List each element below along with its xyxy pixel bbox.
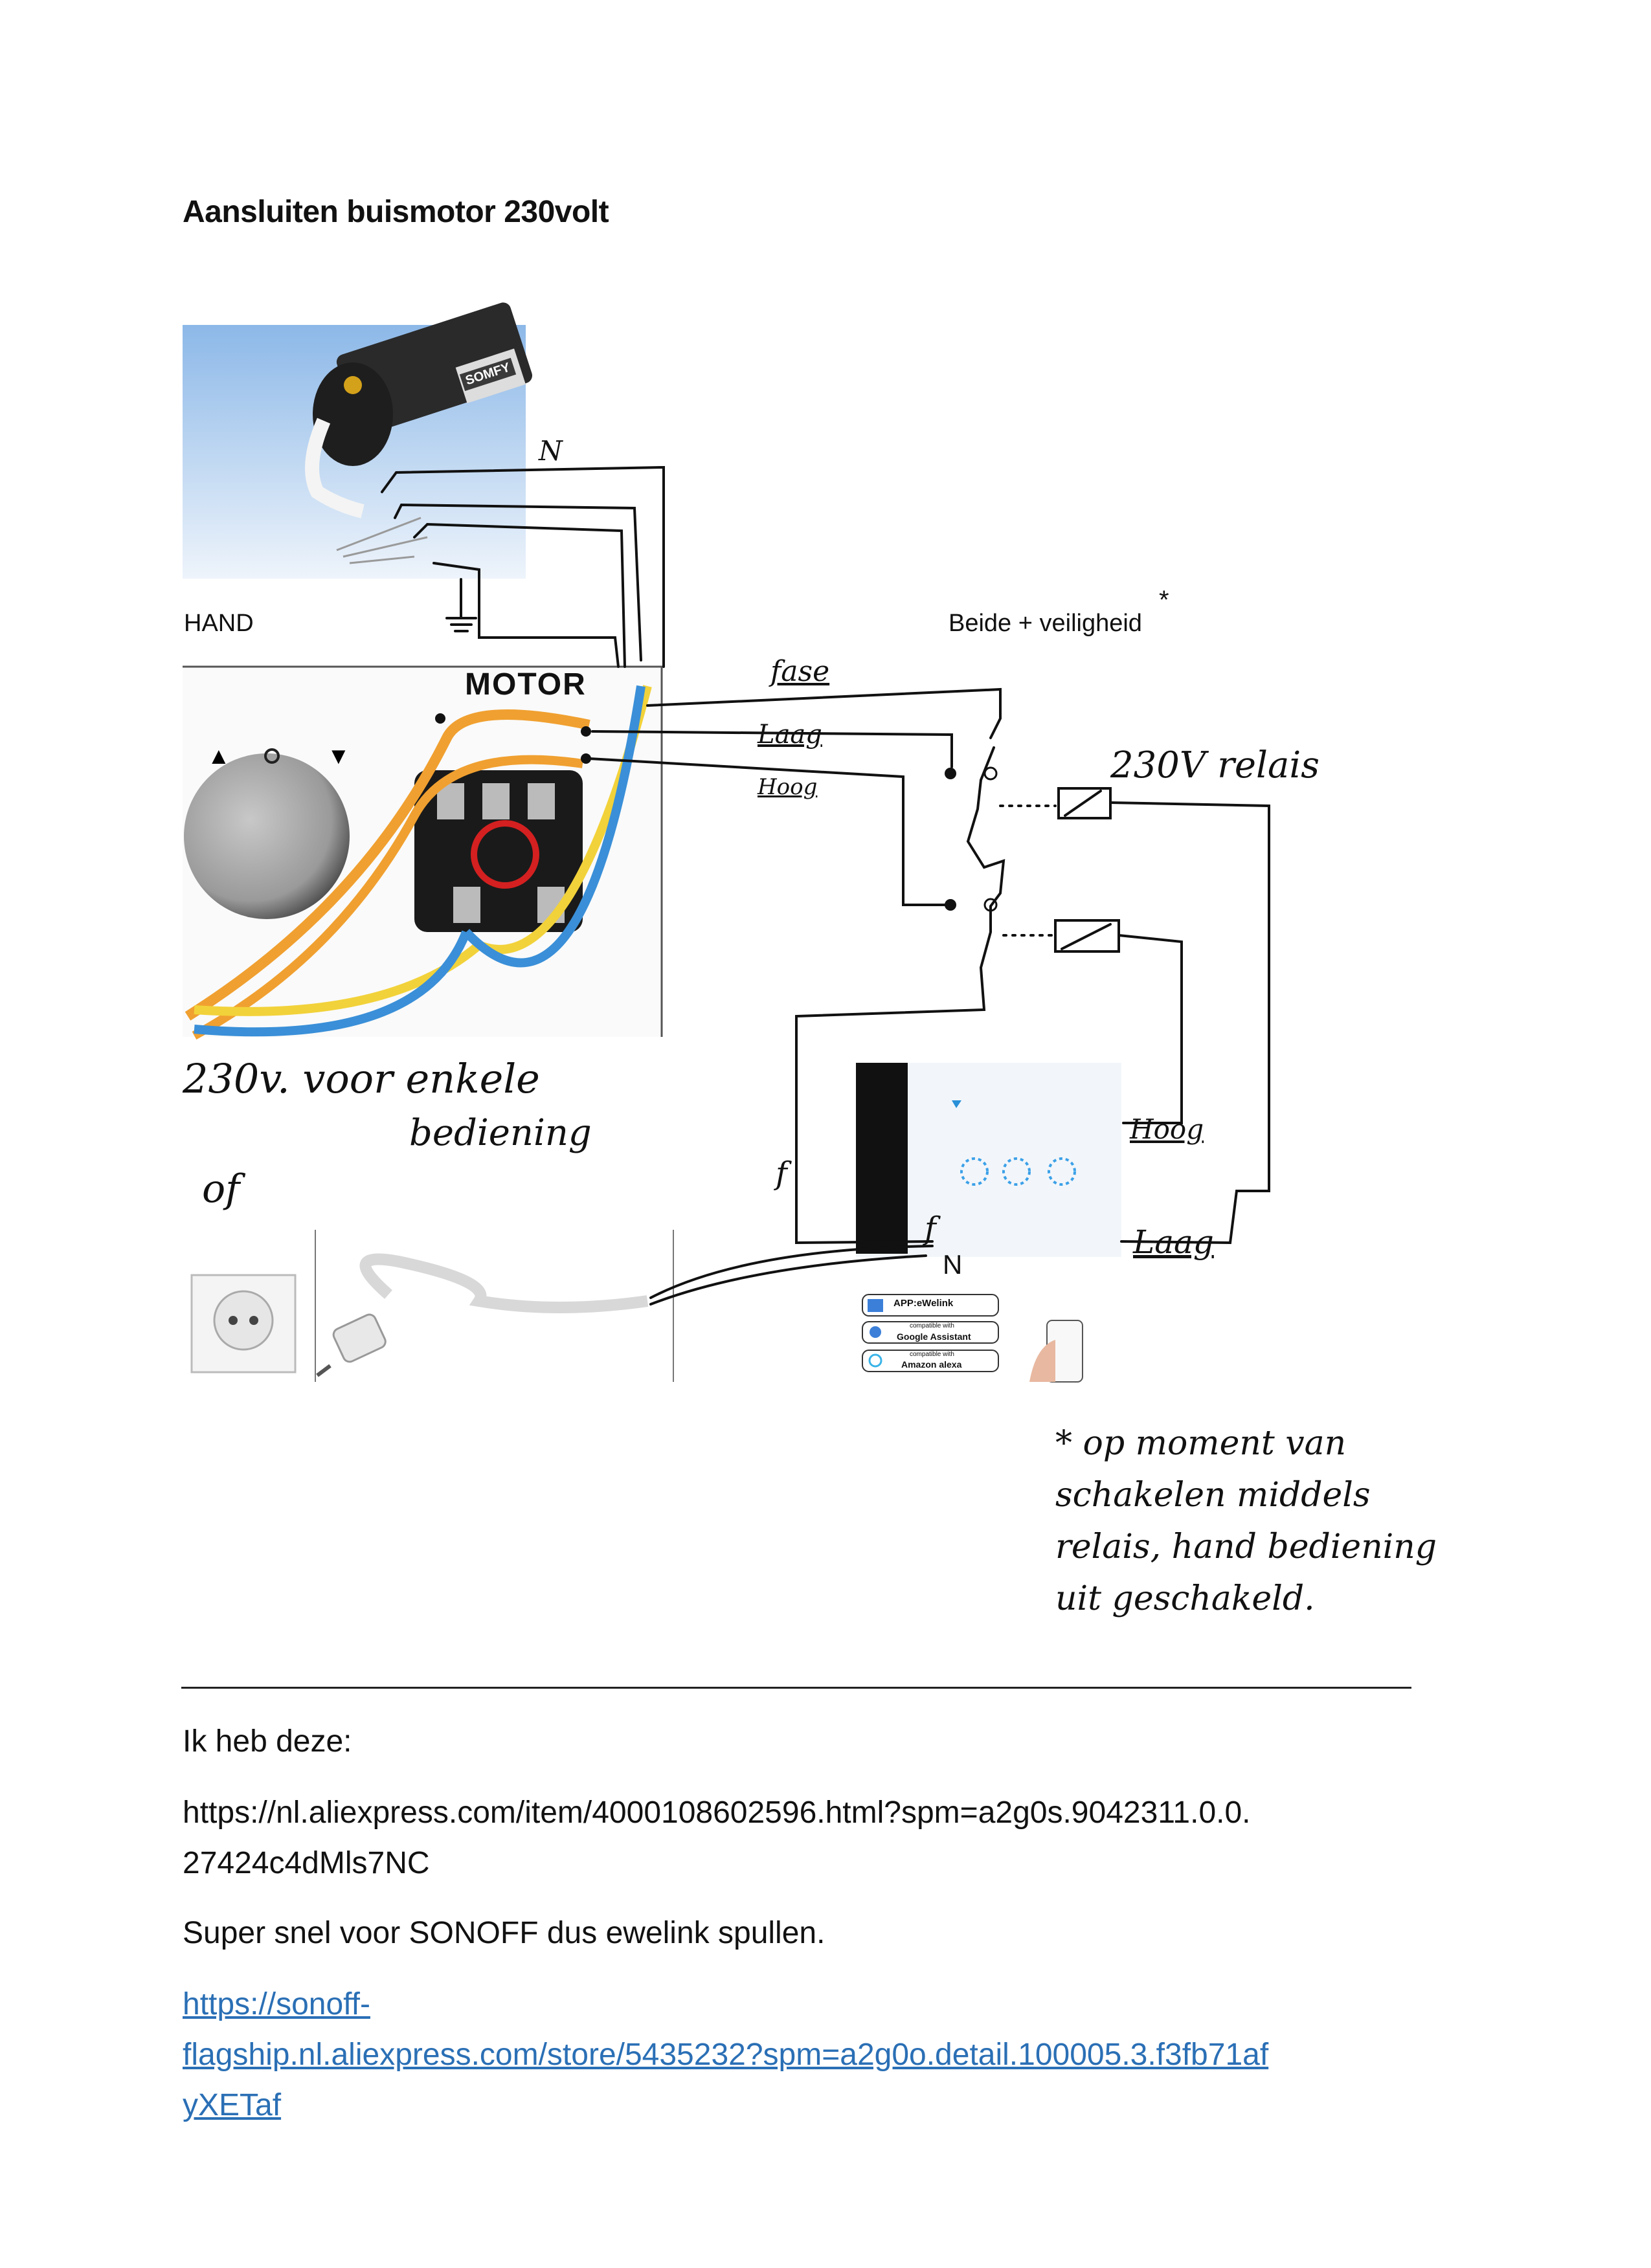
horizontal-rule — [181, 1687, 1411, 1689]
beide-veiligheid-label: Beide + veiligheid — [949, 610, 1142, 637]
note-line-2: schakelen middels — [1055, 1476, 1371, 1515]
hoog-right-label: Hoog — [1130, 1113, 1204, 1145]
google-badge: Google Assistant — [897, 1331, 971, 1342]
note-line-3: relais, hand bediening — [1055, 1528, 1437, 1566]
asterisk-mark: * — [1159, 586, 1169, 614]
link-line-1[interactable]: https://sonoff- — [183, 1987, 370, 2021]
of-label: of — [202, 1166, 240, 1212]
voor-enkele-label: 230v. voor enkele — [183, 1055, 540, 1102]
smart-switch-photo — [856, 1063, 1121, 1383]
wiring-lines — [381, 465, 1270, 1306]
url1-line-1: https://nl.aliexpress.com/item/400010860… — [183, 1796, 1251, 1830]
alexa-badge-small: compatible with — [910, 1351, 954, 1358]
fase-label: fase — [770, 655, 830, 688]
hand-label: HAND — [184, 610, 254, 637]
n-switch-label: N — [943, 1249, 963, 1280]
aliexpress-url: https://nl.aliexpress.com/item/400010860… — [183, 1788, 1445, 1889]
ik-heb-text: Ik heb deze: — [183, 1724, 352, 1759]
n-top-label: N — [539, 435, 563, 467]
socket-plug-photo — [190, 1230, 674, 1382]
link-line-2[interactable]: flagship.nl.aliexpress.com/store/5435232… — [183, 2038, 1269, 2072]
super-snel-text: Super snel voor SONOFF dus ewelink spull… — [183, 1916, 826, 1950]
page-title: Aansluiten buismotor 230volt — [183, 195, 609, 229]
bediening-label: bediening — [409, 1112, 592, 1154]
link-line-3[interactable]: yXETaf — [183, 2088, 282, 2122]
f-left-label: f — [776, 1155, 787, 1192]
note-line-4: uit geschakeld. — [1055, 1579, 1315, 1618]
svg-text:▼: ▼ — [327, 742, 350, 769]
ewelink-badge: APP:eWelink — [893, 1298, 954, 1309]
handwritten-note: * op moment van schakelen middels relais… — [1055, 1418, 1437, 1625]
alexa-badge: Amazon alexa — [901, 1359, 962, 1370]
motor-photo — [183, 302, 533, 579]
url1-line-2: 27424c4dMls7NC — [183, 1846, 430, 1880]
motor-label: MOTOR — [465, 667, 587, 702]
laag-label: Laag — [758, 720, 822, 750]
svg-text:▲: ▲ — [207, 742, 230, 769]
sonoff-store-link[interactable]: https://sonoff- flagship.nl.aliexpress.c… — [183, 1979, 1445, 2131]
f-switch-label: f — [925, 1210, 936, 1247]
note-line-1: * op moment van — [1055, 1424, 1347, 1463]
hand-switch-photo: ▲ ▼ — [183, 665, 664, 1040]
relais-label: 230V relais — [1110, 744, 1320, 786]
google-badge-small: compatible with — [910, 1322, 954, 1329]
laag-right-label: Laag — [1133, 1223, 1214, 1261]
contact-dots — [435, 713, 998, 912]
hoog-label: Hoog — [758, 774, 818, 800]
